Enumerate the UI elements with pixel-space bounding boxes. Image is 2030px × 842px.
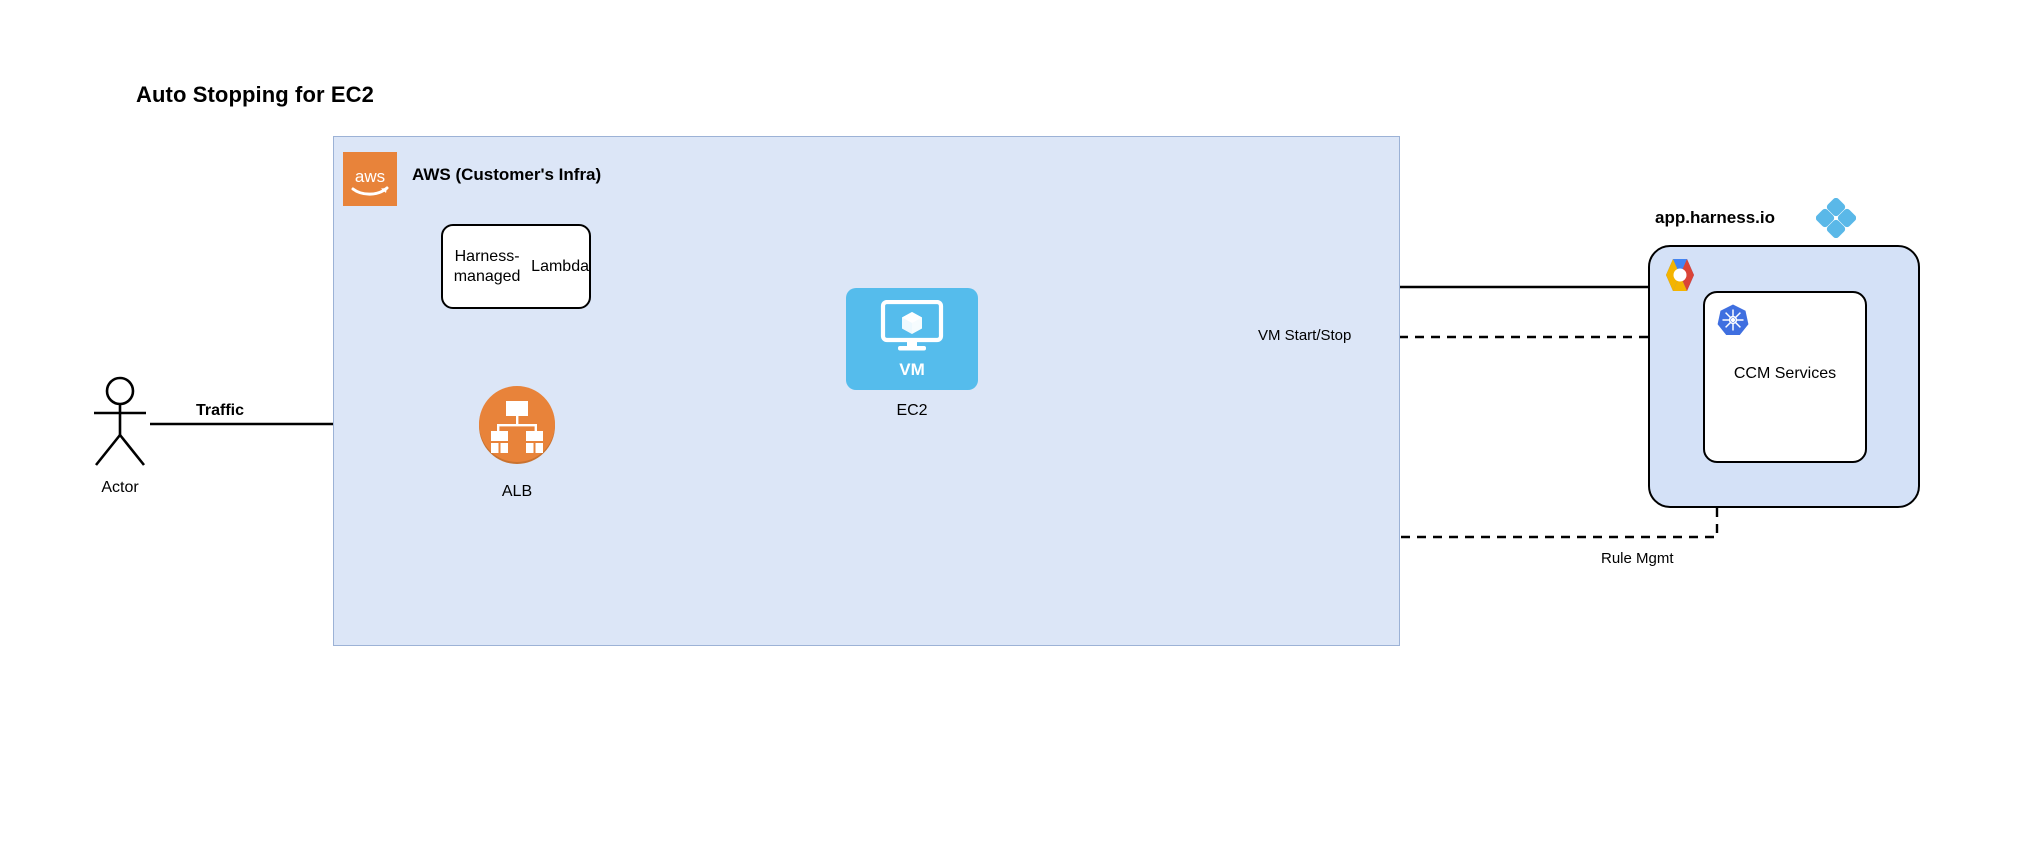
ccm-services-label: CCM Services: [1733, 365, 1837, 382]
svg-text:aws: aws: [355, 167, 385, 186]
aws-container-label: AWS (Customer's Infra): [412, 165, 602, 184]
load-balancer-icon[interactable]: [477, 385, 557, 465]
aws-logo-icon: aws: [343, 152, 397, 206]
stick-figure-icon[interactable]: [85, 375, 155, 470]
page-title: Auto Stopping for EC2: [136, 82, 374, 107]
edge-label-rule-mgmt: Rule Mgmt: [1597, 550, 1678, 567]
ec2-label: EC2: [896, 402, 928, 419]
edge-label-vm-start-stop: VM Start/Stop: [1254, 327, 1356, 344]
ec2-inner-label: VM: [899, 360, 925, 379]
lambda-label-line1: Harness-managed: [453, 247, 521, 285]
harness-diamond-icon: [1816, 198, 1856, 238]
harness-title: app.harness.io: [1655, 208, 1775, 227]
alb-label: ALB: [501, 483, 533, 500]
google-cloud-hexagon-icon: [1661, 257, 1699, 293]
vm-monitor-icon: [878, 300, 946, 352]
node-harness-managed-lambda[interactable]: Harness-managed Lambda: [441, 224, 591, 309]
lambda-label-line2: Lambda: [531, 257, 589, 275]
actor-label: Actor: [101, 479, 139, 496]
edge-label-traffic: Traffic: [196, 402, 245, 419]
kubernetes-icon: [1716, 303, 1750, 337]
